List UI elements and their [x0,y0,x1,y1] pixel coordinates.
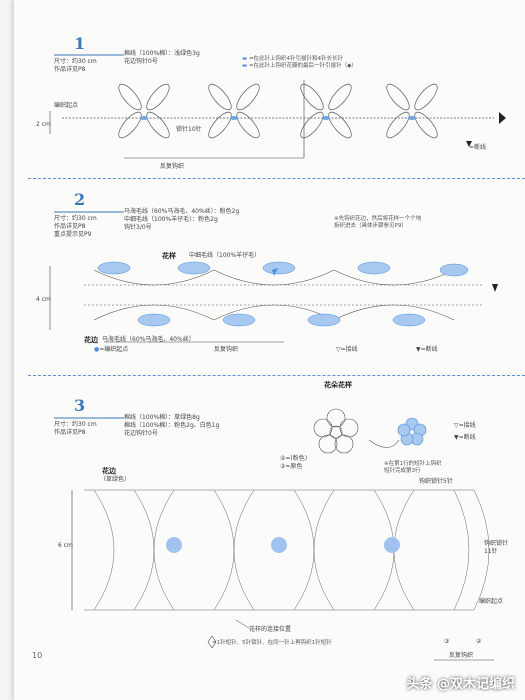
color-line: ②=(粉色) [280,455,308,462]
note-line: ※在第1行的短针上钩织 [384,461,442,467]
repeat-label: 反复钩织 [214,346,239,353]
spec-line: 作品详见P8 [54,429,86,436]
material-line: 花边钩针0号 [124,430,158,437]
section-2-note: ※先钩织花边，然后将花样一个个地 拆织进去（具体步骤参见P9） [334,216,421,230]
legend-line: ▬ =在此针上钩织4针引拔针和4针长长针 [242,56,344,62]
section-3-chart [71,408,494,661]
section-1-rule [54,54,124,56]
material-line: 花边钩针0号 [124,58,158,65]
join-label: ▽=接线 [454,422,476,429]
cut-label: =断线 [469,144,487,151]
section-3-specs: 尺寸：约30 cm 作品详见P8 [54,421,97,437]
start-label: ●=编织起点 [94,346,129,353]
height-label: 2 cm [36,121,51,128]
color-line: ③=原色 [280,463,303,470]
start-label: 编织起点 [54,102,79,109]
section-divider [28,375,525,376]
section-3-number: 3 [74,396,86,415]
pattern-label: 花样 [162,252,176,260]
section-1-materials: 棉线（100%棉）：浅绿色3g 花边钩针0号 [124,50,200,66]
note-line: ※先钩织花边，然后将花样一个个地 [334,216,422,222]
height-label: 6 cm [58,542,73,549]
pattern-yarn: 中细毛线（100%羊仔毛） [189,252,261,259]
section-1-number: 1 [74,34,86,53]
material-line: 棉线（100%棉）：草绿色8g [124,414,200,421]
spec-line: 作品详见P8 [54,66,86,73]
material-line: 马海毛线（60%马海毛、40%丝）：粉色2g [124,208,240,215]
repeat-label: 反复钩织 [449,652,474,659]
section-1-specs: 尺寸：约30 cm 作品详见P8 [54,58,97,74]
section-2-number: 2 [74,190,86,209]
chain-label: 钩织锁针5针 [419,478,453,485]
row-2-label: ② [476,638,482,645]
book-page: 1 尺寸：约30 cm 作品详见P8 棉线（100%棉）：浅绿色3g 花边钩针0… [14,0,525,700]
edge-color: （草绿色） [100,476,131,483]
chain-label: 锁针10针 [176,126,202,133]
section-2-materials: 马海毛线（60%马海毛、40%丝）：粉色2g 中细毛线（100%羊仔毛）：粉色2… [124,208,239,232]
spec-line: 尺寸：约30 cm [54,421,97,428]
section-3-materials: 棉线（100%棉）：草绿色8g 棉线（100%棉）：粉色2g、白色1g 花边钩针… [124,414,219,438]
stitch-note: =1针短针、5针锁针、在同一针上再钩织1针短针 [212,640,332,646]
flower-colors: ②=(粉色) ③=原色 [280,455,307,471]
watermark: 头条 @双木记编织 [406,677,515,692]
section-3-rule [54,417,124,419]
edge-label: 花边 [84,336,98,344]
join-position-label: 花样的连接位置 [249,626,292,633]
section-2-rule [54,211,124,213]
repeat-label: 反复钩织 [160,163,185,170]
note-line: 拆织进去（具体步骤参见P9） [334,223,407,229]
section-2-chart [49,261,498,343]
spec-line: 尺寸：约30 cm [54,58,97,65]
section-1-legend: ▬ =在此针上钩织4针引拔针和4针长长针 ▬ =在此针上钩织花瓣的最后一针引拔针… [242,56,357,70]
section-2-specs: 尺寸：约30 cm 作品详见P8 重点提示见P9 [54,215,97,239]
note-line: 短针完成第3行 [384,468,421,474]
page-number: 10 [32,651,43,660]
section-divider [28,178,525,179]
right-chain-label: 钩织锁针11针 [484,540,509,555]
legend-line: ▬ =在此针上钩织花瓣的最后一针引拔针（◆） [242,63,357,69]
material-line: 钩针3/0号 [124,224,152,231]
section-3-note: ※在第1行的短针上钩织 短针完成第3行 [384,461,442,475]
start-label: 编织起点 [479,598,504,605]
height-label: 4 cm [36,296,51,303]
spec-line: 重点提示见P9 [54,231,92,238]
spec-line: 作品详见P8 [54,223,86,230]
material-line: 棉线（100%棉）：粉色2g、白色1g [124,422,220,429]
material-line: 中细毛线（100%羊仔毛）：粉色2g [124,216,218,223]
cut-label: ▼=断线 [416,346,438,353]
section-1-chart [49,80,506,159]
edge-label: 花边 [102,467,116,475]
spec-line: 尺寸：约30 cm [54,215,97,222]
flower-title: 花朵花样 [324,381,352,389]
row-3-label: ③ [444,638,450,645]
cut-label: ▼=断线 [454,434,476,441]
edge-yarn: 马海毛线（60%马海毛、40%丝） [102,336,195,343]
join-label: ▽=接线 [336,346,358,353]
material-line: 棉线（100%棉）：浅绿色3g [124,50,200,57]
